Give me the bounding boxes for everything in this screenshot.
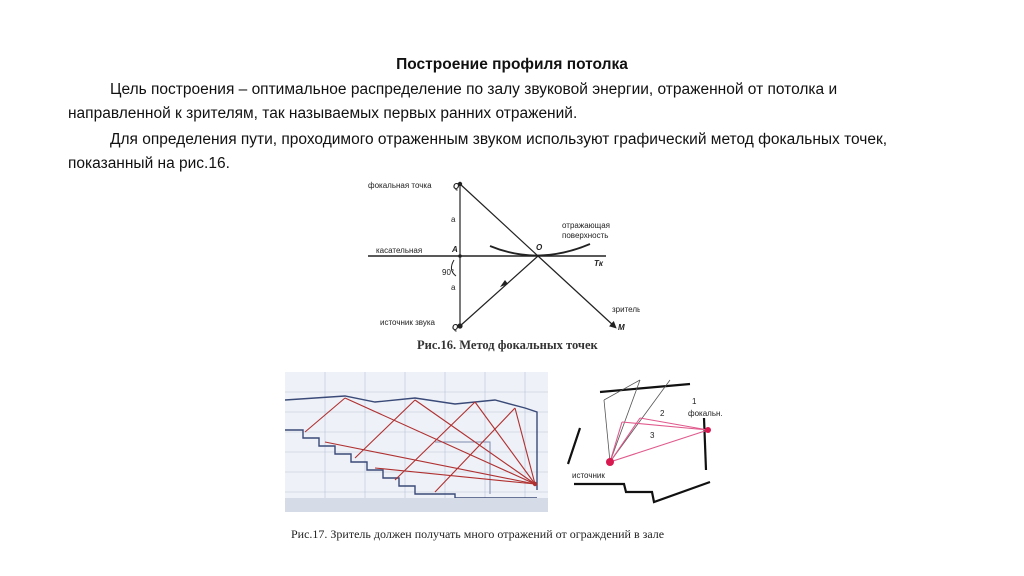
paragraph-method-text: Для определения пути, проходимого отраже… bbox=[68, 131, 888, 172]
right-wall-panel bbox=[702, 417, 708, 471]
ceiling-panel bbox=[599, 382, 691, 394]
angle-label: 90° bbox=[442, 268, 454, 277]
ray-focal-to-reflection bbox=[459, 183, 539, 257]
reflection-scheme-diagram: фокальн. источник 1 2 3 bbox=[566, 379, 723, 504]
left-wall-panel bbox=[566, 427, 582, 465]
pink-rays bbox=[609, 417, 709, 463]
point-q-label: Q bbox=[452, 323, 459, 332]
reflected-ray bbox=[537, 255, 617, 329]
focal-label: фокальн. bbox=[688, 409, 723, 418]
source-label: источник звука bbox=[380, 318, 436, 327]
focal-point-label: фокальная точка bbox=[368, 181, 432, 190]
slide-title: Построение профиля потолка bbox=[396, 56, 628, 73]
reflecting-surface-label-2: поверхность bbox=[562, 231, 608, 240]
focal-point-marker bbox=[457, 181, 463, 187]
geometry-lines bbox=[603, 379, 671, 463]
point-q1-label: Q bbox=[453, 182, 460, 191]
ceiling-profile bbox=[285, 395, 538, 490]
point-tk-label: Tк bbox=[594, 259, 604, 268]
point-o-label: O bbox=[536, 243, 543, 252]
focal-dot bbox=[705, 427, 711, 433]
reflecting-surface-label-1: отражающая bbox=[562, 221, 610, 230]
reflecting-surface-curve bbox=[489, 243, 591, 257]
viewer-label: зритель bbox=[612, 305, 640, 314]
paragraph-goal: Цель построения – оптимальное распределе… bbox=[68, 78, 938, 126]
floor-profile bbox=[574, 480, 711, 504]
incident-ray bbox=[459, 255, 539, 327]
segment-a-bottom: a bbox=[451, 283, 456, 292]
segment-a-top: a bbox=[451, 215, 456, 224]
hall-section-drawing bbox=[285, 372, 548, 512]
point-a-marker bbox=[458, 254, 462, 258]
ray-number-3: 3 bbox=[650, 431, 655, 440]
source-label-17: источник bbox=[572, 471, 605, 480]
drawing-background bbox=[285, 372, 548, 512]
lower-floor bbox=[285, 498, 548, 512]
source-dot bbox=[606, 458, 614, 466]
source-point-marker bbox=[457, 323, 463, 329]
tangent-label: касательная bbox=[376, 246, 422, 255]
figure17-caption: Рис.17. Зритель должен получать много от… bbox=[291, 527, 665, 541]
paragraph-goal-text: Цель построения – оптимальное распределе… bbox=[68, 81, 838, 122]
sound-source-point bbox=[532, 481, 538, 487]
ray-number-2: 2 bbox=[660, 409, 665, 418]
reflection-rays bbox=[304, 397, 536, 493]
ray-number-1: 1 bbox=[692, 397, 697, 406]
seating-steps bbox=[285, 429, 537, 499]
incident-arrow bbox=[500, 280, 508, 287]
paragraph-method: Для определения пути, проходимого отраже… bbox=[68, 128, 938, 176]
figure16-caption: Рис.16. Метод фокальных точек bbox=[417, 338, 598, 352]
stage-block bbox=[435, 441, 491, 494]
point-m-label: M bbox=[618, 323, 625, 332]
right-angle-mark bbox=[450, 259, 457, 277]
point-a-label: A bbox=[451, 245, 458, 254]
focal-points-diagram: фокальная точка касательная источник зву… bbox=[368, 181, 640, 332]
